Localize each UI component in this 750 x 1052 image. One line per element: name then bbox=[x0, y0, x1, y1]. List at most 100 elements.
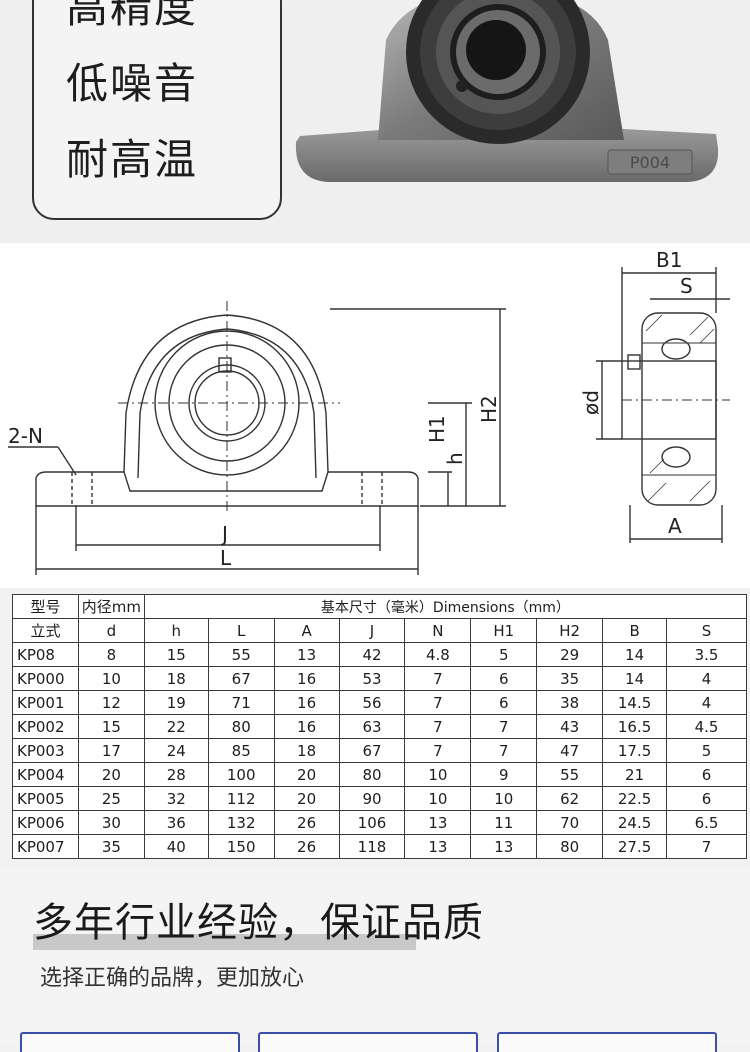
label-h1: H1 bbox=[425, 415, 449, 443]
table-cell: 26 bbox=[273, 834, 340, 859]
table-cell: 6 bbox=[666, 786, 747, 811]
thumbnail-card-2[interactable] bbox=[258, 1032, 478, 1052]
front-view bbox=[8, 301, 506, 575]
table-cell: 6 bbox=[470, 666, 538, 691]
product-marking: P004 bbox=[630, 153, 670, 172]
table-cell: 7 bbox=[666, 834, 747, 859]
table-cell: 4.5 bbox=[666, 714, 747, 739]
table-cell: 18 bbox=[273, 738, 340, 763]
table-cell: 24 bbox=[143, 738, 209, 763]
header-col-4: A bbox=[273, 618, 340, 643]
table-cell: 43 bbox=[536, 714, 604, 739]
table-cell: 71 bbox=[207, 690, 275, 715]
table-cell: 7 bbox=[404, 738, 472, 763]
model-cell: KP007 bbox=[12, 834, 79, 859]
table-cell: 62 bbox=[536, 786, 604, 811]
table-cell: 29 bbox=[536, 642, 604, 667]
table-cell: 25 bbox=[77, 786, 145, 811]
model-cell: KP006 bbox=[12, 810, 79, 835]
header-model: 型号 bbox=[12, 594, 79, 619]
thumbnail-card-1[interactable] bbox=[20, 1032, 240, 1052]
table-cell: 7 bbox=[470, 738, 538, 763]
table-cell: 112 bbox=[207, 786, 275, 811]
table-cell: 16 bbox=[273, 690, 340, 715]
table-cell: 13 bbox=[273, 642, 340, 667]
table-cell: 14 bbox=[602, 642, 668, 667]
header-col-8: H2 bbox=[536, 618, 604, 643]
side-view bbox=[596, 267, 730, 543]
table-cell: 24.5 bbox=[602, 810, 668, 835]
header-col-6: N bbox=[404, 618, 472, 643]
header-col-1: d bbox=[77, 618, 145, 643]
label-d: ød bbox=[579, 390, 603, 415]
table-cell: 17.5 bbox=[602, 738, 668, 763]
table-cell: 17 bbox=[77, 738, 145, 763]
table-cell: 55 bbox=[536, 762, 604, 787]
table-cell: 6.5 bbox=[666, 810, 747, 835]
table-cell: 35 bbox=[77, 834, 145, 859]
table-cell: 9 bbox=[470, 762, 538, 787]
table-cell: 4 bbox=[666, 690, 747, 715]
table-cell: 80 bbox=[536, 834, 604, 859]
technical-drawing: 2-N J L H1 h H2 B1 S ød A bbox=[0, 243, 750, 588]
table-cell: 8 bbox=[77, 642, 145, 667]
table-cell: 13 bbox=[470, 834, 538, 859]
headline: 多年行业经验，保证品质 bbox=[33, 900, 484, 946]
table-cell: 5 bbox=[666, 738, 747, 763]
table-cell: 21 bbox=[602, 762, 668, 787]
table-cell: 7 bbox=[404, 690, 472, 715]
table-cell: 47 bbox=[536, 738, 604, 763]
table-cell: 118 bbox=[338, 834, 406, 859]
table-cell: 67 bbox=[338, 738, 406, 763]
table-cell: 4 bbox=[666, 666, 747, 691]
table-cell: 70 bbox=[536, 810, 604, 835]
table-cell: 85 bbox=[207, 738, 275, 763]
subline: 选择正确的品牌，更加放心 bbox=[40, 966, 305, 991]
header-col-5: J bbox=[338, 618, 406, 643]
table-cell: 30 bbox=[77, 810, 145, 835]
header-col-7: H1 bbox=[470, 618, 538, 643]
header-dimensions: 基本尺寸（毫米）Dimensions（mm） bbox=[143, 594, 748, 619]
table-cell: 150 bbox=[207, 834, 275, 859]
table-cell: 6 bbox=[470, 690, 538, 715]
table-cell: 6 bbox=[666, 762, 747, 787]
label-j: J bbox=[220, 522, 228, 546]
table-cell: 53 bbox=[338, 666, 406, 691]
label-h: h bbox=[443, 452, 467, 465]
bearing-product-photo: P004 bbox=[295, 0, 719, 182]
feature-low-noise: 低噪音 bbox=[66, 59, 199, 108]
header-col-9: B bbox=[602, 618, 668, 643]
table-cell: 7 bbox=[470, 714, 538, 739]
feature-high-precision: 高精度 bbox=[66, 0, 199, 32]
table-cell: 38 bbox=[536, 690, 604, 715]
table-cell: 32 bbox=[143, 786, 209, 811]
table-cell: 22.5 bbox=[602, 786, 668, 811]
header-col-10: S bbox=[666, 618, 747, 643]
table-cell: 80 bbox=[207, 714, 275, 739]
thumbnail-card-3[interactable] bbox=[497, 1032, 717, 1052]
table-cell: 18 bbox=[143, 666, 209, 691]
table-cell: 10 bbox=[77, 666, 145, 691]
table-cell: 36 bbox=[143, 810, 209, 835]
label-s: S bbox=[680, 274, 693, 298]
table-cell: 7 bbox=[404, 666, 472, 691]
table-cell: 16.5 bbox=[602, 714, 668, 739]
table-header-row-1: 型号 内径mm 基本尺寸（毫米）Dimensions（mm） bbox=[12, 594, 748, 619]
table-cell: 15 bbox=[77, 714, 145, 739]
table-cell: 90 bbox=[338, 786, 406, 811]
table-cell: 22 bbox=[143, 714, 209, 739]
table-cell: 26 bbox=[273, 810, 340, 835]
table-cell: 56 bbox=[338, 690, 406, 715]
table-cell: 55 bbox=[207, 642, 275, 667]
table-cell: 12 bbox=[77, 690, 145, 715]
feature-card: 高精度 低噪音 耐高温 bbox=[32, 0, 282, 220]
model-cell: KP002 bbox=[12, 714, 79, 739]
